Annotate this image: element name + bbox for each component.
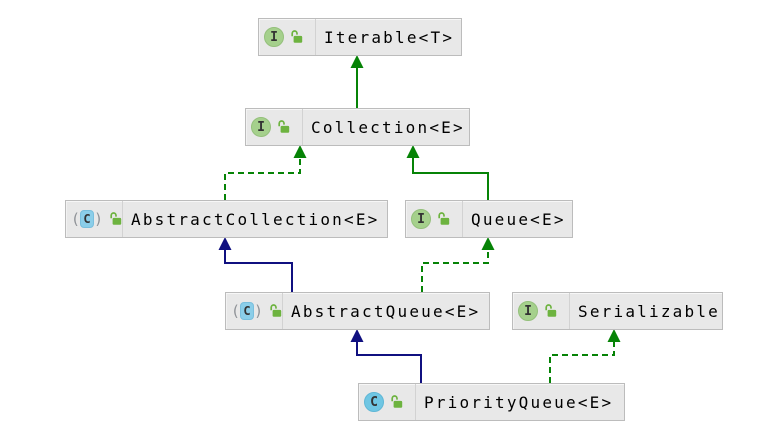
edge-priority-queue-implements-serializable bbox=[549, 329, 621, 383]
paren-close: ) bbox=[254, 301, 264, 320]
node-label: PriorityQueue<E> bbox=[424, 392, 614, 412]
abstract-class-icon: (C) bbox=[231, 302, 263, 320]
node-abstract-collection[interactable]: (C) AbstractCollection<E> bbox=[65, 200, 388, 238]
node-collection[interactable]: I Collection<E> bbox=[245, 108, 470, 146]
node-label: Queue<E> bbox=[471, 209, 566, 229]
node-icon-cell: (C) bbox=[66, 201, 123, 237]
arrowhead-icon bbox=[218, 237, 232, 250]
arrowhead-icon bbox=[406, 145, 420, 158]
public-lock-icon bbox=[390, 395, 404, 409]
abstract-class-icon: (C) bbox=[71, 210, 103, 228]
interface-icon: I bbox=[411, 209, 431, 229]
public-lock-icon bbox=[277, 120, 291, 134]
edge-queue-extends-collection bbox=[406, 145, 489, 200]
paren-open: ( bbox=[231, 301, 241, 320]
public-lock-icon bbox=[290, 30, 304, 44]
node-label: Iterable<T> bbox=[324, 27, 455, 47]
paren-close: ) bbox=[94, 209, 104, 228]
abstract-class-letter: C bbox=[240, 302, 255, 320]
node-iterable[interactable]: I Iterable<T> bbox=[258, 18, 462, 56]
node-priority-queue[interactable]: C PriorityQueue<E> bbox=[358, 383, 625, 421]
node-label: AbstractQueue<E> bbox=[291, 301, 481, 321]
public-lock-icon bbox=[544, 304, 558, 318]
node-abstract-queue[interactable]: (C) AbstractQueue<E> bbox=[225, 292, 490, 330]
node-label: Collection<E> bbox=[311, 117, 465, 137]
node-icon-cell: I bbox=[259, 19, 316, 55]
arrowhead-icon bbox=[293, 145, 307, 158]
node-icon-cell: I bbox=[246, 109, 303, 145]
public-lock-icon bbox=[109, 212, 123, 226]
edge-collection-extends-iterable bbox=[350, 55, 364, 108]
class-icon: C bbox=[364, 392, 384, 412]
public-lock-icon bbox=[269, 304, 283, 318]
node-label: Serializable bbox=[578, 301, 720, 321]
arrowhead-icon bbox=[350, 55, 364, 68]
node-queue[interactable]: I Queue<E> bbox=[405, 200, 573, 238]
paren-open: ( bbox=[71, 209, 81, 228]
edge-priority-queue-extends-abstract-queue bbox=[350, 329, 422, 383]
interface-icon: I bbox=[518, 301, 538, 321]
arrowhead-icon bbox=[481, 237, 495, 250]
arrowhead-icon bbox=[350, 329, 364, 342]
node-icon-cell: I bbox=[513, 293, 570, 329]
public-lock-icon bbox=[437, 212, 451, 226]
interface-icon: I bbox=[251, 117, 271, 137]
edge-abstract-collection-implements-collection bbox=[224, 145, 307, 200]
node-serializable[interactable]: I Serializable bbox=[512, 292, 723, 330]
edge-abstract-queue-implements-queue bbox=[421, 237, 495, 292]
node-icon-cell: (C) bbox=[226, 293, 283, 329]
node-icon-cell: I bbox=[406, 201, 463, 237]
node-label: AbstractCollection<E> bbox=[131, 209, 380, 229]
edge-abstract-queue-extends-abstract-collection bbox=[218, 237, 293, 292]
interface-icon: I bbox=[264, 27, 284, 47]
arrowhead-icon bbox=[607, 329, 621, 342]
node-icon-cell: C bbox=[359, 384, 416, 420]
abstract-class-letter: C bbox=[80, 210, 95, 228]
